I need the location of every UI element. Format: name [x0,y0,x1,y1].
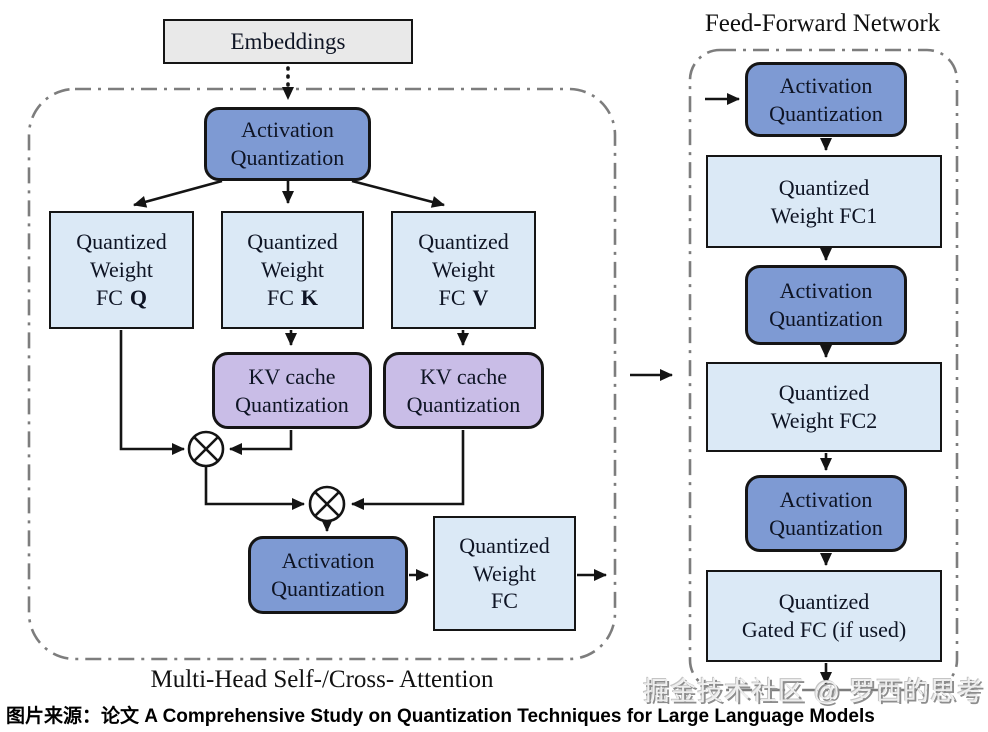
watermark-text: 掘金技术社区 @ 罗西的思考 [643,676,984,706]
embeddings-label: Embeddings [230,28,346,54]
fc-letter-v: V [472,284,489,310]
kv-cache-quantization-v-box: KV cache Quantization [383,352,544,429]
ffn-container-border [688,48,959,692]
box-label-line: Quantized [778,589,870,615]
box-label-line: KV cache [420,363,507,389]
attention-container-border [27,87,617,661]
box-label-line: Quantized [418,229,509,255]
box-label-line: Activation [779,72,873,98]
box-label-line: Quantization [769,514,883,540]
multiply-icon [187,430,225,468]
arrow-kv1-to-mul1 [229,430,293,455]
ffn-quantized-weight-fc1-box: Quantized Weight FC1 [706,155,942,248]
box-label-line: Quantization [271,576,385,601]
multiply-nodes [187,430,346,523]
box-label-line: Activation [241,117,334,143]
kv-cache-quantization-k-box: KV cache Quantization [212,352,372,429]
ffn-activation-quantization-1-box: Activation Quantization [745,62,907,137]
box-label-line: Quantized [459,532,550,558]
box-label-line: Weight [90,257,153,283]
fc-prefix: FC [95,284,123,310]
box-label-line: Gated FC (if used) [741,617,907,642]
image-source-caption: 图片来源：论文 A Comprehensive Study on Quantiz… [6,706,875,727]
box-label-line: Quantization [769,100,883,126]
arrow-aq-to-fcq [133,179,223,208]
box-label-line: Weight [261,257,324,283]
box-label-line: Quantization [235,391,349,417]
ffn-arrows [705,93,832,685]
ffn-activation-quantization-3-box: Activation Quantization [745,475,907,552]
embeddings-box: Embeddings [163,19,413,64]
fc-letter-k: K [300,284,319,310]
box-label-line: Activation [281,548,375,574]
arrow-mul1-to-mul2 [204,467,305,510]
box-label-line: KV cache [248,363,336,389]
ffn-activation-quantization-2-box: Activation Quantization [745,265,907,345]
fc-prefix: FC [438,284,466,310]
box-label-line: Weight FC1 [770,202,878,228]
box-label-line: Quantized [778,174,870,200]
arrow-fcq-to-mul1 [119,330,185,455]
box-label-line: Quantized [247,229,338,255]
attention-arrows [119,66,607,581]
box-label-line: Weight FC2 [770,408,878,433]
box-label-line: Quantization [406,391,521,417]
box-label-line: FC [491,588,518,614]
box-label-line: Activation [779,486,873,512]
ffn-panel-title: Feed-Forward Network [704,10,941,37]
box-label-line: Activation [779,278,873,304]
fc-prefix: FC [266,284,294,310]
box-label-line: Quantized [778,380,870,406]
box-label-line: Weight [473,560,536,586]
ffn-quantized-weight-fc2-box: Quantized Weight FC2 [706,362,942,452]
arrow-aq-to-fcv [351,179,445,208]
multiply-icon [308,485,346,523]
box-label-line: Quantized [76,229,167,255]
ffn-quantized-gated-fc-box: Quantized Gated FC (if used) [706,570,942,662]
fc-letter-q: Q [129,284,148,310]
attention-panel-caption: Multi-Head Self-/Cross- Attention [150,666,494,693]
arrow-kv2-to-mul2 [351,430,465,510]
activation-quantization-output-box: Activation Quantization [248,536,408,614]
box-label-line: Quantization [769,306,883,331]
box-label-line: Weight [432,257,495,283]
quantized-weight-fc-output-box: Quantized Weight FC [433,516,576,631]
activation-quantization-top-box: Activation Quantization [204,107,371,181]
box-label-line: Quantization [230,145,345,170]
